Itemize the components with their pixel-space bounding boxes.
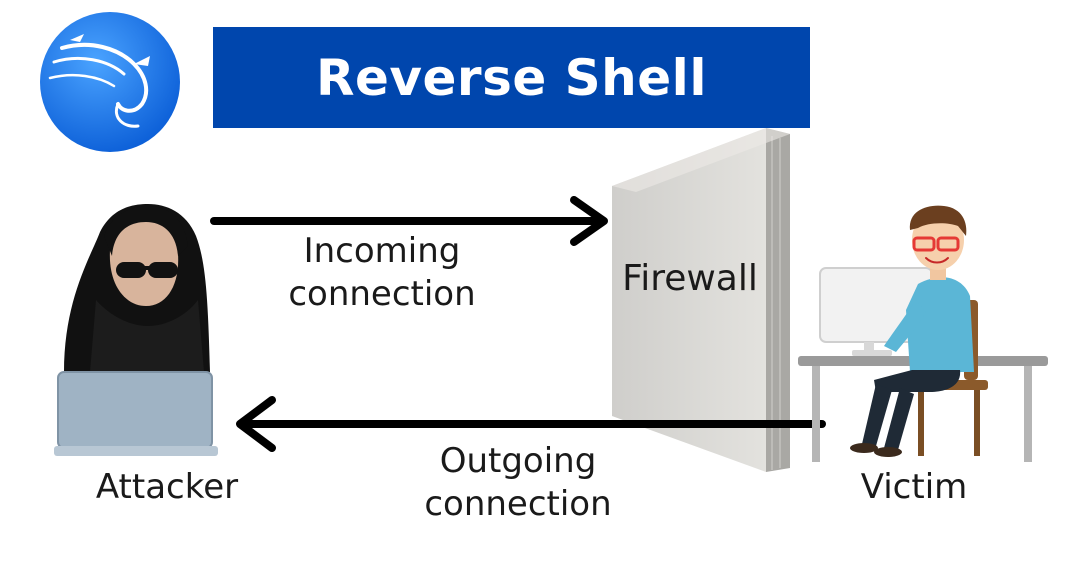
outgoing-label-line2: connection <box>424 483 612 524</box>
outgoing-label-line1: Outgoing <box>439 441 597 481</box>
person-at-computer-icon <box>798 205 1048 462</box>
incoming-label-line1: Incoming <box>303 231 461 271</box>
attacker-label: Attacker <box>95 467 239 507</box>
firewall-wall <box>612 128 790 472</box>
outgoing-connection-label: Outgoing connection <box>398 440 638 525</box>
hooded-hacker-icon <box>54 204 218 456</box>
diagram-title: Reverse Shell <box>316 48 707 107</box>
kali-dragon-logo-icon <box>40 12 180 152</box>
incoming-label-line2: connection <box>288 273 476 314</box>
incoming-arrow <box>210 196 608 246</box>
victim-label: Victim <box>860 467 968 507</box>
firewall-label: Firewall <box>622 258 758 299</box>
incoming-connection-label: Incoming connection <box>262 230 502 315</box>
outgoing-arrow <box>236 396 826 452</box>
title-banner: Reverse Shell <box>213 27 810 128</box>
